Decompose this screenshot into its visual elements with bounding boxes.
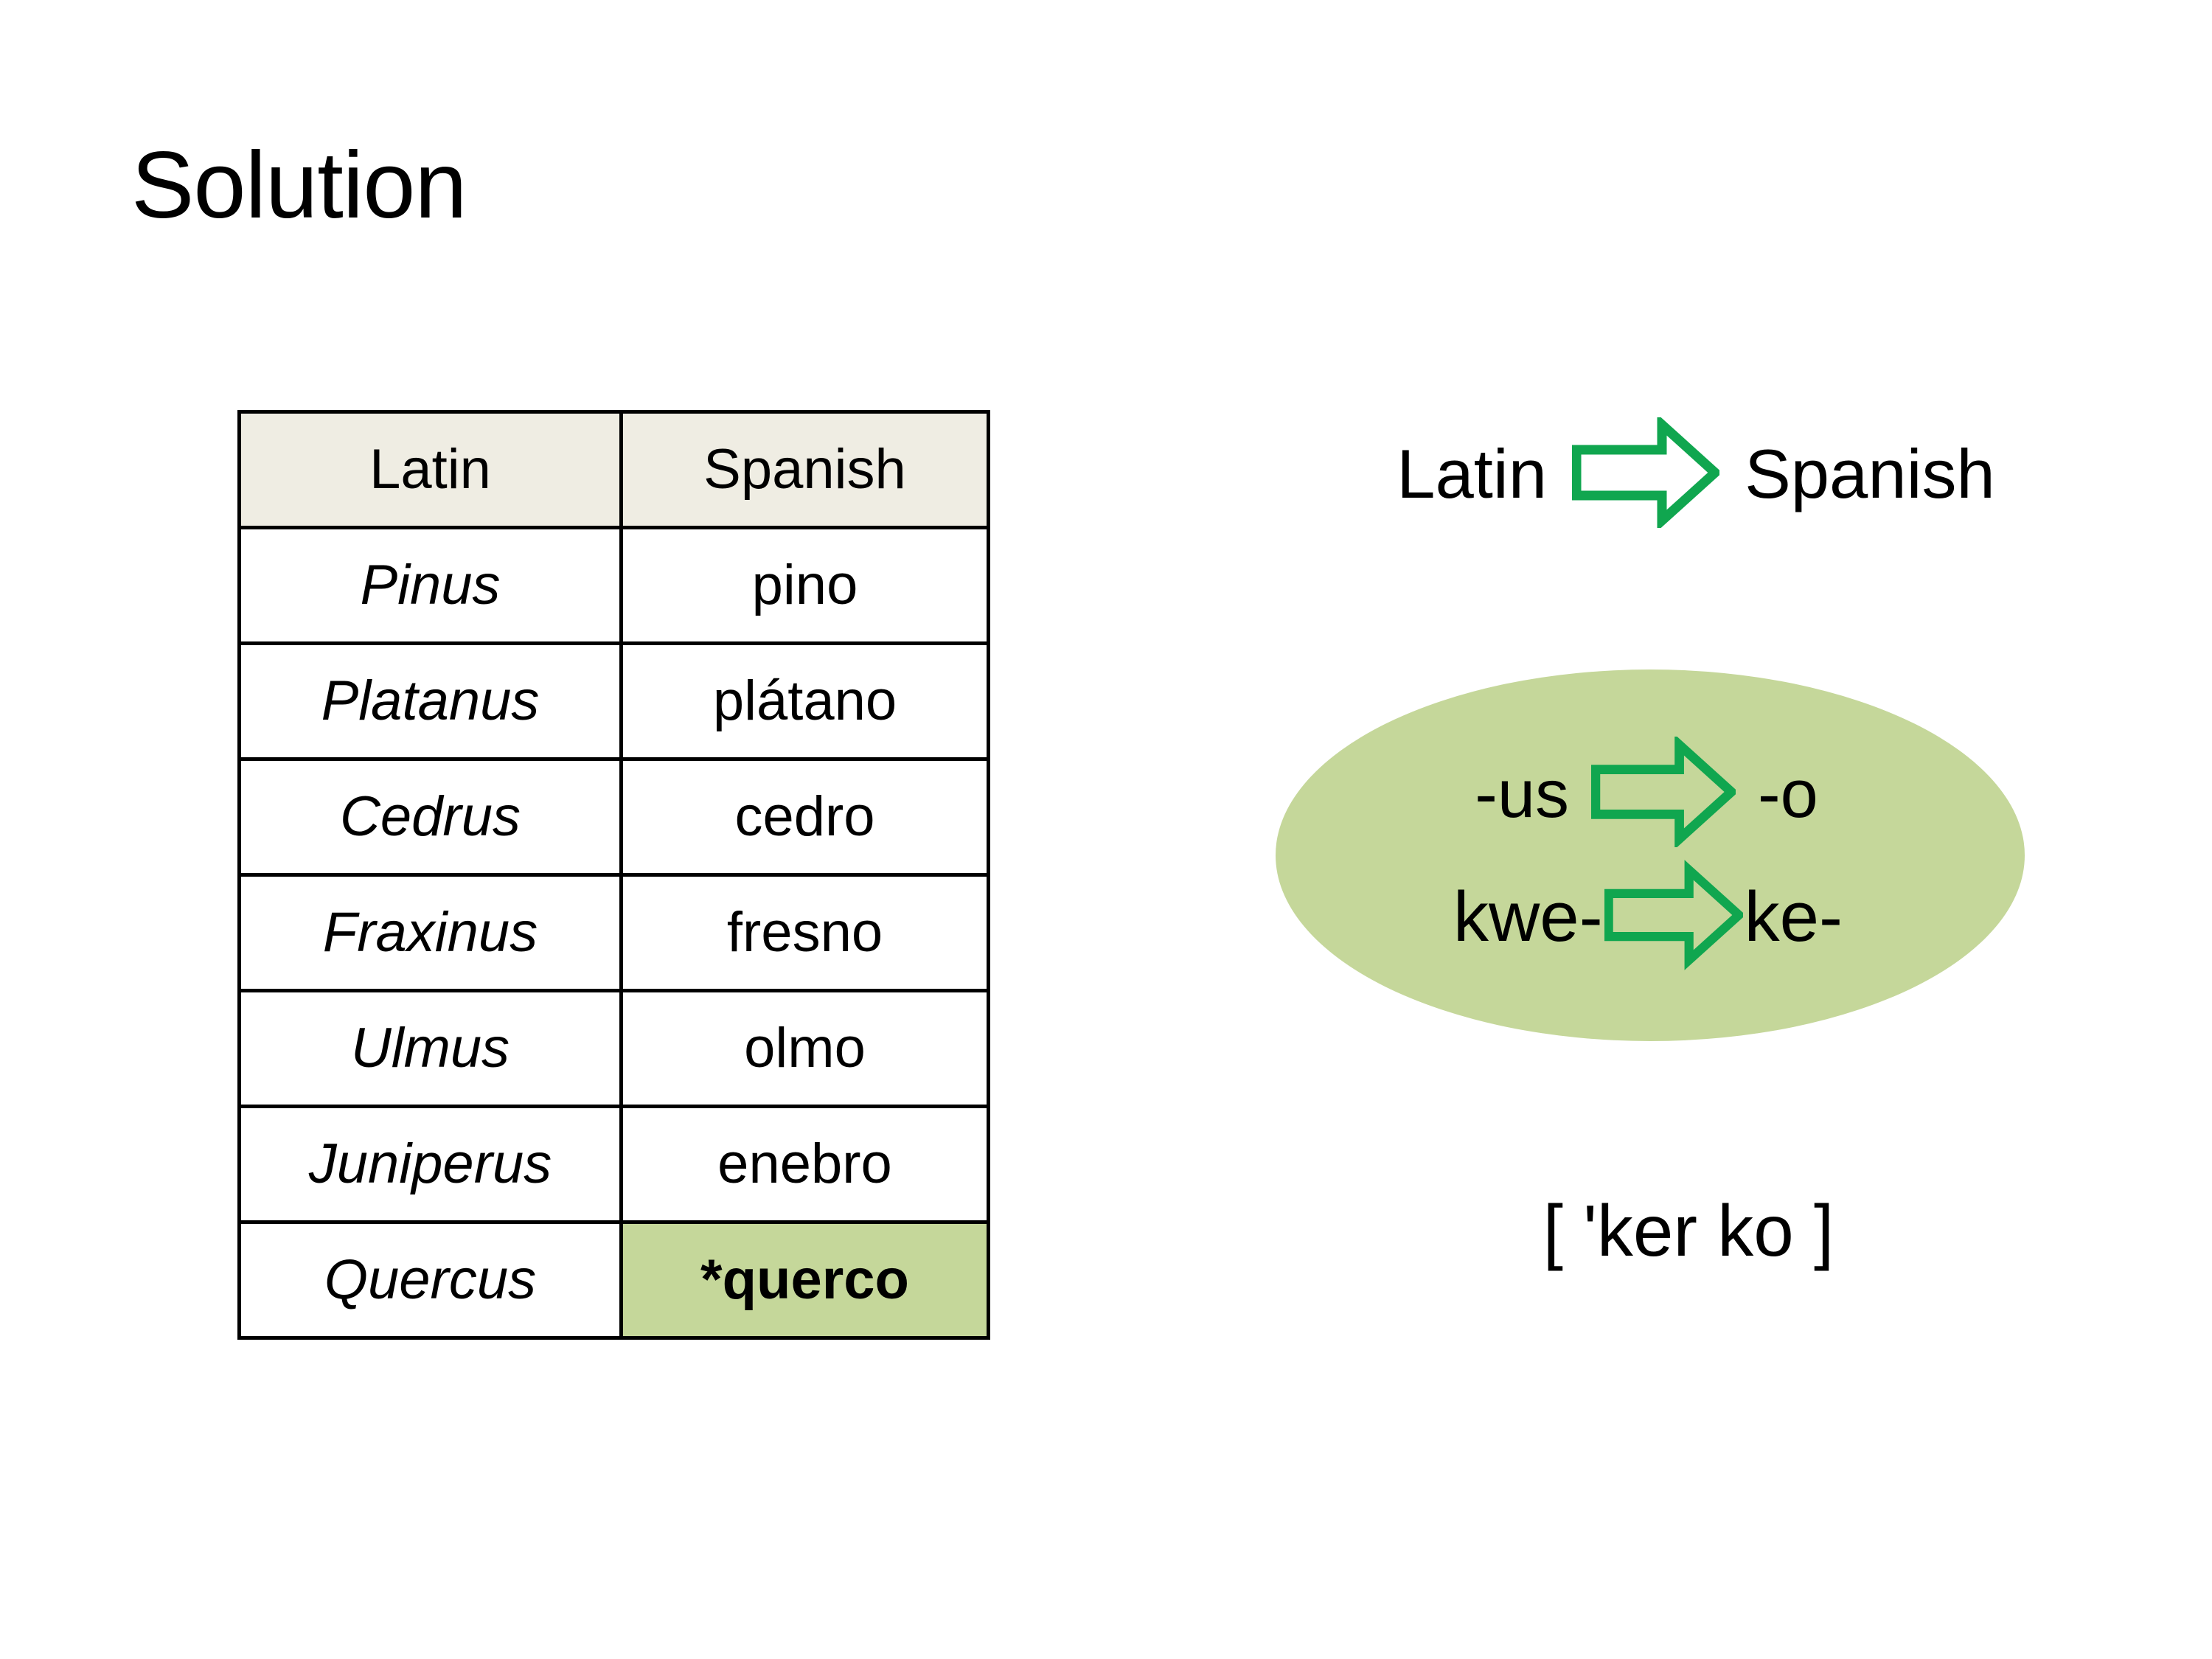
mapping-source-label: Latin [1397, 435, 1548, 512]
sound-rule-target: ke- [1744, 877, 1843, 956]
column-header-latin: Latin [237, 410, 623, 529]
language-mapping-row: Latin Spanish [1327, 413, 2065, 532]
table-row: Cedrus cedro [237, 757, 990, 877]
block-arrow-right-icon [1604, 860, 1746, 974]
cell-latin: Ulmus [237, 989, 623, 1108]
latin-spanish-table: Latin Spanish Pinus pino Platanus plátan… [237, 410, 990, 1340]
cell-spanish: enebro [619, 1105, 990, 1224]
cell-spanish: olmo [619, 989, 990, 1108]
rules-panel: Latin Spanish -us -o kwe- [1253, 398, 2124, 1445]
sound-rule-target: -o [1758, 756, 1818, 832]
cell-latin: Platanus [237, 641, 623, 761]
table-row: Quercus *querco [237, 1220, 990, 1340]
cell-latin: Pinus [237, 526, 623, 645]
sound-rule-row: kwe- ke- [1453, 860, 1843, 974]
page-title: Solution [131, 133, 467, 238]
sound-rules-ellipse [1276, 669, 2025, 1041]
sound-rule-row: -us -o [1475, 734, 1818, 851]
block-arrow-right-icon [1571, 413, 1722, 532]
table-row: Ulmus olmo [237, 989, 990, 1108]
block-arrow-right-icon [1590, 734, 1739, 851]
cell-spanish: pino [619, 526, 990, 645]
table-header-row: Latin Spanish [237, 410, 990, 529]
cell-latin: Cedrus [237, 757, 623, 877]
table-row: Pinus pino [237, 526, 990, 645]
sound-rules-list: -us -o kwe- ke- [1276, 669, 2025, 1041]
cell-spanish: fresno [619, 873, 990, 992]
phonetic-transcription: [ 'ker ko ] [1543, 1190, 1834, 1271]
cell-spanish: plátano [619, 641, 990, 761]
sound-rule-source: kwe- [1453, 877, 1603, 956]
cell-spanish: cedro [619, 757, 990, 877]
cell-latin: Quercus [237, 1220, 623, 1340]
cell-spanish-reconstructed: *querco [619, 1220, 990, 1340]
sound-rule-source: -us [1475, 756, 1569, 832]
table-row: Juniperus enebro [237, 1105, 990, 1224]
cell-latin: Juniperus [237, 1105, 623, 1224]
cell-latin: Fraxinus [237, 873, 623, 992]
mapping-target-label: Spanish [1745, 435, 1995, 512]
table-row: Platanus plátano [237, 641, 990, 761]
column-header-spanish: Spanish [619, 410, 990, 529]
table-row: Fraxinus fresno [237, 873, 990, 992]
